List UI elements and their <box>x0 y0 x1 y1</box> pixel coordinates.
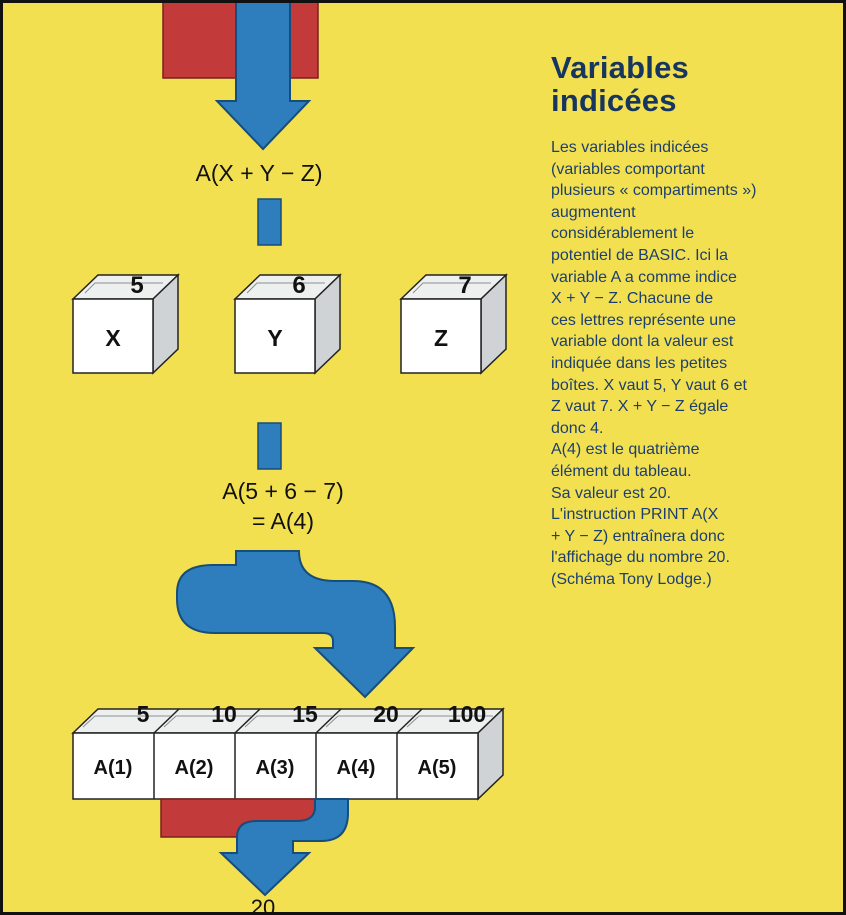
diagram-artwork: A(X + Y − Z) 5 6 7 X Y Z <box>71 3 508 915</box>
description-line: variable dont la valeur est <box>551 333 734 351</box>
winding-arrow <box>176 550 416 699</box>
description-line: considérablement le <box>551 225 695 243</box>
variable-z-value: 7 <box>458 272 471 299</box>
description-line: Z vaut 7. X + Y − Z égale <box>551 398 729 416</box>
expression-text: A(X + Y − Z) <box>196 160 323 186</box>
array-value-2: 10 <box>211 701 237 727</box>
description: Les variables indicées (variables compor… <box>551 137 826 590</box>
array-label-3: A(3) <box>256 757 295 779</box>
side-panel: Variables indicées Les variables indicée… <box>551 51 826 590</box>
description-line: élément du tableau. <box>551 462 692 480</box>
top-arrow <box>214 3 312 151</box>
description-line: ces lettres représente une <box>551 311 736 329</box>
output-value: 20 <box>251 895 275 915</box>
variable-box-z <box>399 273 508 375</box>
array-value-5: 100 <box>448 701 486 727</box>
description-line: donc 4. <box>551 419 604 437</box>
array-value-4: 20 <box>373 701 399 727</box>
description-line: potentiel de BASIC. Ici la <box>551 246 728 264</box>
description-line: (Schéma Tony Lodge.) <box>551 570 712 588</box>
description-line: l'affichage du nombre 20. <box>551 549 730 567</box>
array-label-2: A(2) <box>175 757 214 779</box>
description-line: indiquée dans les petites <box>551 354 728 372</box>
bottom-arrow <box>218 798 349 897</box>
array-value-1: 5 <box>137 701 150 727</box>
connector-bar-1 <box>257 198 282 246</box>
description-line: augmentent <box>551 203 636 221</box>
description-line: variable A a comme indice <box>551 268 737 286</box>
variable-box-y <box>233 273 342 375</box>
description-line: X + Y − Z. Chacune de <box>551 290 714 308</box>
variable-box-x <box>71 273 180 375</box>
substitution-line-2: = A(4) <box>252 508 314 534</box>
array-label-5: A(5) <box>418 757 457 779</box>
variable-y-letter: Y <box>267 325 282 351</box>
array-row <box>71 707 505 801</box>
description-line: (variables comportant <box>551 160 705 178</box>
description-line: boîtes. X vaut 5, Y vaut 6 et <box>551 376 747 394</box>
title-line-1: Variables <box>551 50 689 85</box>
description-line: A(4) est le quatrième <box>551 441 700 459</box>
description-line: + Y − Z) entraînera donc <box>551 527 725 545</box>
connector-bar-2 <box>257 422 282 470</box>
description-line: Sa valeur est 20. <box>551 484 672 502</box>
description-line: plusieurs « compartiments ») <box>551 182 757 200</box>
substitution-line-1: A(5 + 6 − 7) <box>222 478 343 504</box>
array-value-3: 15 <box>292 701 318 727</box>
array-label-1: A(1) <box>94 757 133 779</box>
array-label-4: A(4) <box>337 757 376 779</box>
variable-y-value: 6 <box>292 272 305 299</box>
title: Variables indicées <box>551 51 826 117</box>
title-line-2: indicées <box>551 83 677 118</box>
variable-z-letter: Z <box>434 325 448 351</box>
description-line: Les variables indicées <box>551 139 709 156</box>
description-line: L'instruction PRINT A(X <box>551 506 719 524</box>
variable-x-value: 5 <box>130 272 143 299</box>
variable-x-letter: X <box>105 325 121 351</box>
